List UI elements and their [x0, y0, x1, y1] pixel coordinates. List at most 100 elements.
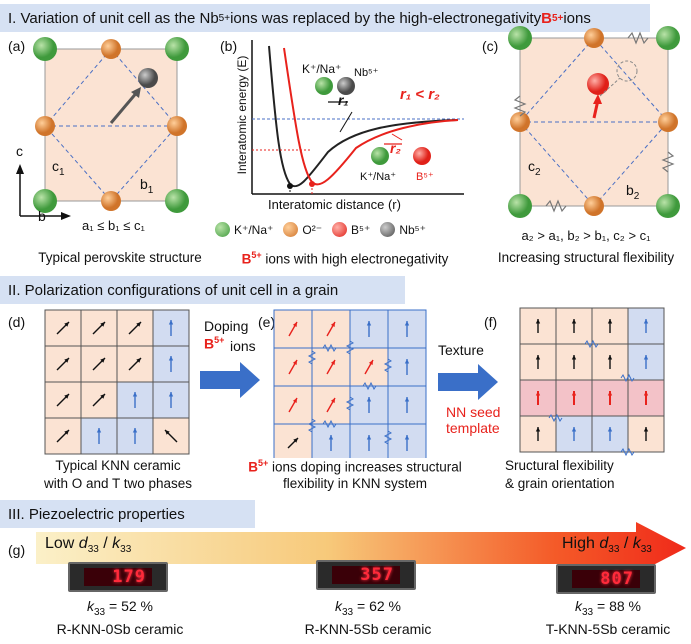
axis-b-label: b [38, 208, 46, 224]
panel-d-caption-line2: with O and T two phases [43, 476, 193, 491]
doping-line1: Doping [204, 318, 249, 334]
panel-e-caption-line1: B5+ ions doping increases structural [248, 458, 462, 475]
displacement-arrow-icon [109, 90, 140, 124]
spring-icon [513, 95, 527, 117]
sample-name: R-KNN-0Sb ceramic [56, 621, 184, 637]
doping-line2: B5+ [204, 335, 225, 352]
legend-o-label: O²⁻ [302, 222, 323, 237]
spring-icon [620, 447, 635, 457]
panel-a-tag: (a) [8, 38, 26, 54]
legend-nb-icon [380, 222, 396, 237]
doping-line3: ions [230, 338, 256, 354]
spring-icon [322, 343, 337, 353]
spring-icon [548, 413, 563, 423]
spring-icon [362, 381, 377, 391]
section1-title-prefix: I. Variation of unit cell as the Nb [8, 9, 219, 27]
seed-line1: NN seed [446, 404, 501, 420]
spring-icon [307, 418, 317, 433]
pair2-right: B⁵⁺ [416, 171, 434, 183]
ion-legend: K⁺/Na⁺ O²⁻ B⁵⁺ Nb⁵⁺ [215, 222, 426, 237]
texture-arrow-icon [438, 364, 498, 400]
section1-title-b-sup: 5+ [551, 12, 564, 24]
sample-name: R-KNN-5Sb ceramic [304, 621, 432, 637]
section1-title-mid: ions was replaced by the high-electroneg… [230, 9, 542, 27]
panel-a-unit-cell [16, 37, 189, 220]
gradient-arrow [36, 522, 686, 574]
section3-title: III. Piezoelectric properties [8, 505, 185, 523]
section3-banner: III. Piezoelectric properties [0, 500, 255, 528]
panel-e-grain [273, 309, 427, 458]
pair2-left: K⁺/Na⁺ [360, 171, 397, 183]
meter-display: 357 [316, 560, 416, 590]
k-na-ion [165, 37, 189, 61]
section1-title-suffix: ions [563, 9, 591, 27]
spring-icon [584, 339, 599, 349]
pair1-left: K⁺/Na⁺ [302, 62, 342, 76]
panel-g-tag: (g) [8, 542, 26, 558]
r2-label: r₂ [390, 140, 401, 156]
axis-c-label: c [16, 143, 23, 159]
spring-icon [383, 430, 393, 445]
oxygen-ion [167, 116, 187, 136]
low-label: Low d33 / k33 [45, 535, 132, 556]
high-label: High d33 / k33 [562, 535, 652, 556]
k33-value: k33 = 88 % [575, 598, 641, 618]
spring-icon [661, 151, 675, 173]
k33-value: k33 = 52 % [87, 598, 153, 618]
legend-k-label: K⁺/Na⁺ [234, 222, 274, 237]
meter-display: 807 [556, 564, 656, 594]
panel-b-ylabel: Interatomic energy (E) [235, 55, 249, 175]
nb-ion [138, 68, 158, 88]
meter-display: 179 [68, 562, 168, 592]
panel-e-caption-line2: flexibility in KNN system [282, 476, 428, 491]
panel-c-caption: Increasing structural flexibility [497, 250, 675, 265]
panel-e-tag: (e) [258, 314, 276, 330]
legend-b-label: B⁵⁺ [351, 222, 371, 237]
c1-label: c1 [52, 158, 65, 178]
meter-reading: 807 [572, 569, 640, 589]
section1-title-b: B [541, 9, 552, 27]
spring-icon [383, 358, 393, 373]
legend-nb-label: Nb⁵⁺ [399, 222, 426, 237]
r-relation: r₁ < r₂ [400, 86, 440, 103]
seed-line2: template [446, 420, 500, 436]
b1-label: b1 [140, 176, 154, 196]
panel-d-caption-line1: Typical KNN ceramic [55, 458, 181, 473]
section1-title-sup: 5+ [218, 12, 231, 24]
spring-icon [345, 396, 355, 411]
spring-icon [307, 350, 317, 365]
panel-a-relation: a₁ ≤ b₁ ≤ c₁ [82, 218, 145, 233]
panel-f-caption-line1: Sructural flexibility [505, 458, 614, 473]
c2-label: c2 [528, 158, 541, 178]
panel-c-relation: a₂ > a₁, b₂ > b₁, c₂ > c₁ [521, 228, 651, 243]
spring-icon [322, 419, 337, 429]
panel-d-grain [44, 309, 190, 455]
pair1-right: Nb⁵⁺ [354, 67, 379, 79]
panel-f-grain [519, 307, 665, 457]
panel-b-tag: (b) [220, 38, 238, 54]
legend-o-icon [283, 222, 299, 237]
spring-icon [627, 31, 649, 45]
panel-c-tag: (c) [482, 38, 499, 54]
sample-name: T-KNN-5Sb ceramic [545, 621, 671, 637]
spring-icon [345, 340, 355, 355]
k-na-ion [33, 37, 57, 61]
section2-title: II. Polarization configurations of unit … [8, 281, 339, 299]
panel-b-caption: B5+ ions with high electronegativity [241, 250, 449, 267]
meter-reading: 357 [332, 565, 400, 585]
k-na-ion [165, 189, 189, 213]
texture-label: Texture [438, 342, 484, 358]
meter-reading: 179 [84, 567, 152, 587]
panel-d-tag: (d) [8, 314, 26, 330]
spring-icon [545, 199, 567, 213]
section2-banner: II. Polarization configurations of unit … [0, 276, 405, 304]
oxygen-ion [101, 191, 121, 211]
b-ion [587, 73, 609, 95]
legend-b-icon [332, 222, 348, 237]
panel-b-energy-plot [251, 40, 464, 195]
panel-b-xlabel: Interatomic distance (r) [268, 197, 401, 212]
panel-a-caption: Typical perovskite structure [38, 250, 202, 265]
panel-f-caption-line2: & grain orientation [505, 476, 615, 491]
